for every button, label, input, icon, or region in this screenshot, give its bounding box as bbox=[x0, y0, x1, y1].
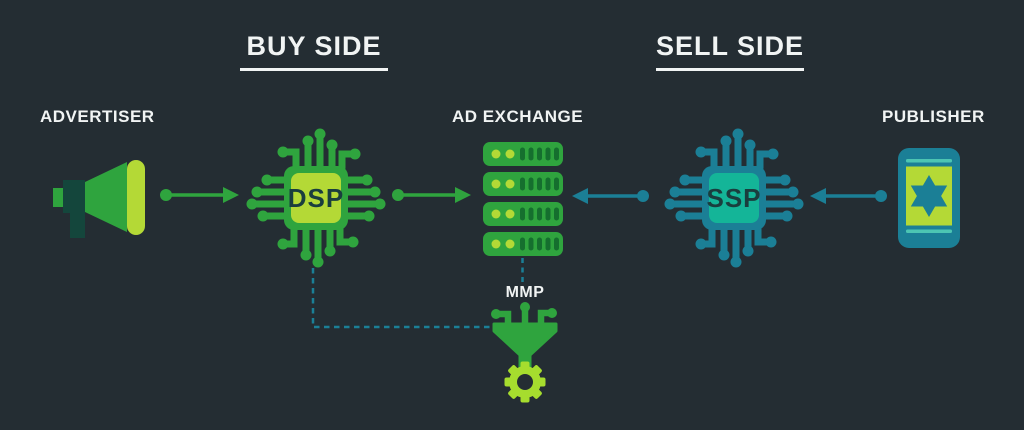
buy-side-underline bbox=[240, 68, 388, 71]
megaphone-icon bbox=[53, 160, 145, 238]
publisher-to-ssp-arrow bbox=[810, 188, 887, 204]
dsp-chip-icon: DSP bbox=[246, 128, 386, 268]
dsp-to-ad-exchange-arrow bbox=[392, 187, 471, 203]
advertiser-label: ADVERTISER bbox=[40, 107, 155, 126]
sell-side-underline bbox=[656, 68, 804, 71]
dsp-chip-label: DSP bbox=[288, 183, 344, 213]
ad-exchange-to-mmp-dashed-connector bbox=[521, 258, 524, 284]
buy-side-heading: BUY SIDE bbox=[236, 31, 392, 71]
dsp-to-mmp-dashed-connector bbox=[311, 268, 490, 329]
advertiser-to-dsp-arrow bbox=[160, 187, 239, 203]
smartphone-star-icon bbox=[898, 148, 960, 248]
ssp-to-ad-exchange-arrow bbox=[572, 188, 649, 204]
funnel-gear-icon bbox=[491, 302, 558, 403]
mmp-label: MMP bbox=[505, 284, 545, 301]
ssp-chip-icon: SSP bbox=[664, 128, 804, 268]
ad-exchange-label: AD EXCHANGE bbox=[452, 107, 584, 126]
star-icon bbox=[910, 175, 948, 217]
ssp-chip-label: SSP bbox=[706, 183, 761, 213]
buy-side-title: BUY SIDE bbox=[246, 31, 382, 61]
publisher-label: PUBLISHER bbox=[882, 107, 985, 126]
server-stack-icon bbox=[483, 142, 563, 256]
sell-side-heading: SELL SIDE bbox=[652, 31, 808, 71]
sell-side-title: SELL SIDE bbox=[655, 31, 805, 61]
gear-icon bbox=[504, 361, 546, 403]
